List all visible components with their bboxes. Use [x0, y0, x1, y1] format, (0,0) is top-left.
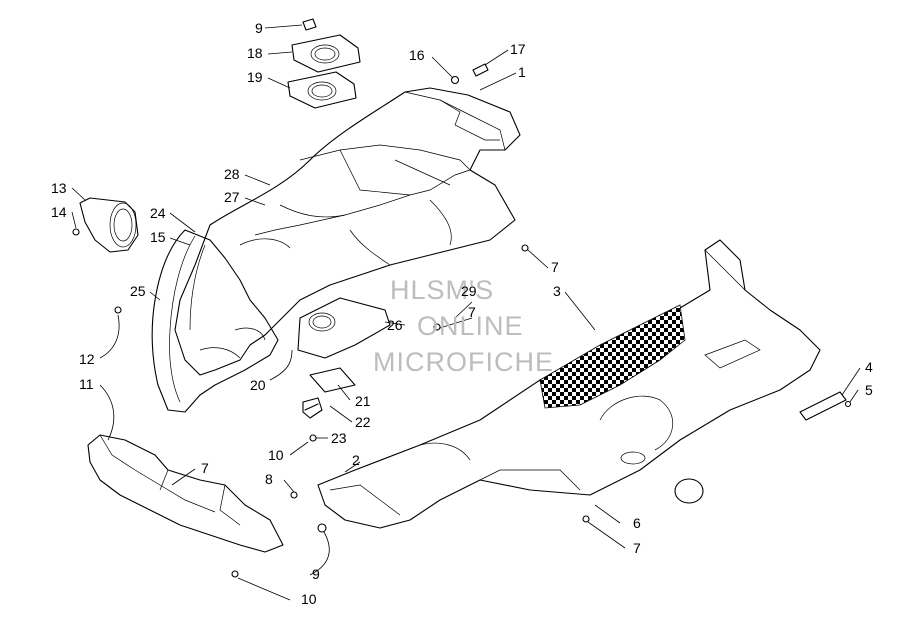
part-label-24: 24 [150, 205, 166, 221]
part-label-16: 16 [409, 47, 425, 63]
part-label-18: 18 [247, 45, 263, 61]
part-label-10-bottom: 10 [301, 591, 317, 607]
part-label-28: 28 [224, 166, 240, 182]
part-label-10-center: 10 [268, 447, 284, 463]
part-label-17: 17 [510, 41, 526, 57]
plug [674, 478, 704, 504]
watermark-line-3: MICROFICHE [373, 347, 554, 377]
top-plates [287, 18, 361, 109]
part-label-1: 1 [518, 64, 526, 80]
footrest-traction-pad [539, 304, 686, 409]
part-label-22: 22 [355, 414, 371, 430]
part-label-29: 29 [461, 283, 477, 299]
reflector [799, 391, 847, 421]
part-label-11: 11 [79, 376, 94, 392]
part-label-8: 8 [265, 471, 273, 487]
part-label-7-left: 7 [201, 460, 209, 476]
part-label-7-right: 7 [551, 259, 559, 275]
part-label-13: 13 [51, 180, 67, 196]
part-label-19: 19 [247, 69, 263, 85]
watermark-line-1: HLSM'S [390, 275, 495, 305]
front-bumper [87, 434, 284, 553]
watermark-line-2: ONLINE [417, 311, 524, 341]
part-label-3: 3 [553, 283, 561, 299]
part-label-23: 23 [331, 430, 347, 446]
part-label-25: 25 [130, 283, 146, 299]
part-label-27: 27 [224, 189, 240, 205]
part-label-14: 14 [51, 204, 67, 220]
part-label-21: 21 [355, 393, 371, 409]
part-label-9-top: 9 [255, 20, 263, 36]
part-label-2: 2 [352, 452, 360, 468]
part-label-6: 6 [633, 515, 641, 531]
side-fender [151, 229, 279, 413]
part-label-15: 15 [150, 229, 166, 245]
part-label-5: 5 [865, 382, 873, 398]
exhaust-boot [79, 197, 139, 253]
part-label-12: 12 [79, 351, 95, 367]
leader-lines [71, 24, 861, 601]
part-label-26: 26 [387, 317, 403, 333]
part-label-7-bottom: 7 [633, 540, 641, 556]
part-label-9-bottom: 9 [312, 566, 320, 582]
bottom-plate [297, 297, 391, 419]
part-label-7-center: 7 [468, 304, 476, 320]
upper-shroud [174, 87, 521, 376]
part-label-20: 20 [250, 377, 266, 393]
part-label-4: 4 [865, 359, 873, 375]
